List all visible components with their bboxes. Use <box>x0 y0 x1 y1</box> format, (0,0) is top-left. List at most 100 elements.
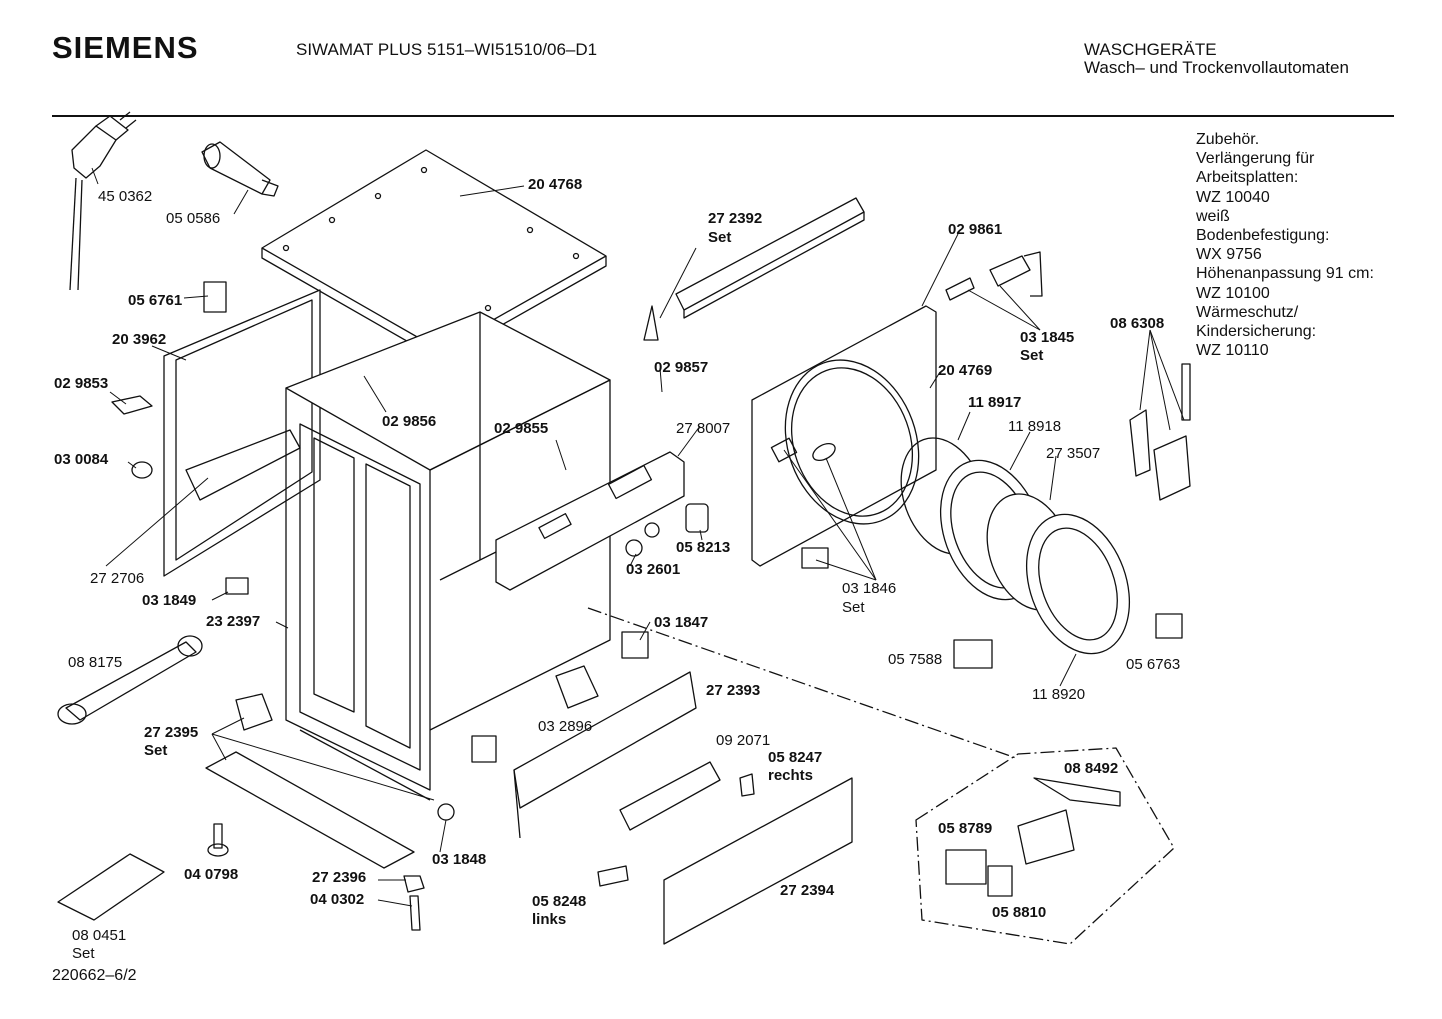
part-label: 08 0451 <box>72 927 127 944</box>
pump-part <box>555 665 599 709</box>
part-label: 03 2896 <box>538 718 593 735</box>
latch-part <box>225 577 249 595</box>
part-label: 27 2393 <box>706 682 761 699</box>
part-label: 02 9861 <box>948 221 1003 238</box>
control-panel-bracket-part <box>495 451 685 591</box>
part-label: 09 2071 <box>716 732 771 749</box>
part-label: 02 9857 <box>654 359 709 376</box>
part-label: 08 8175 <box>68 654 123 671</box>
model-number: SIWAMAT PLUS 5151–WI51510/06–D1 <box>296 40 598 59</box>
height-adjust-brackets-part <box>1129 363 1191 501</box>
brand-logo: SIEMENS <box>52 30 199 65</box>
category-title: WASCHGERÄTE <box>1084 40 1217 59</box>
hose-adapter-part <box>201 141 279 197</box>
part-label: 27 2706 <box>90 570 145 587</box>
header-divider <box>52 115 1394 117</box>
part-label: 03 1849 <box>142 592 197 609</box>
cap-part <box>1155 613 1183 639</box>
accessories-line: Arbeitsplatten: <box>1196 169 1299 187</box>
accessories-line: WX 9756 <box>1196 246 1262 264</box>
module-part <box>235 693 273 731</box>
wrench-part <box>65 641 197 721</box>
lamp-part <box>625 539 643 557</box>
part-label: 04 0302 <box>310 891 365 908</box>
insulation-strip-part <box>205 751 415 869</box>
part-label: Set <box>842 599 865 616</box>
bracket-part <box>471 735 497 763</box>
part-label: 45 0362 <box>98 188 153 205</box>
part-label: 02 9853 <box>54 375 109 392</box>
front-panel-part <box>751 305 937 567</box>
part-label: 05 7588 <box>888 651 943 668</box>
part-label: 05 8248 <box>532 893 587 910</box>
switch-part <box>685 503 709 533</box>
part-label: 27 8007 <box>676 420 731 437</box>
door-assembly-part <box>939 459 1131 655</box>
base-panel-part <box>663 777 853 945</box>
detail-boundary <box>915 747 1175 945</box>
accessories-line: Bodenbefestigung: <box>1196 227 1330 245</box>
part-label: Set <box>708 229 732 246</box>
power-plug-part <box>69 111 137 291</box>
accessories-line: weiß <box>1196 207 1230 225</box>
part-label: 05 6763 <box>1126 656 1181 673</box>
part-label: 03 1848 <box>432 851 487 868</box>
part-label: 05 6761 <box>128 292 183 309</box>
part-label: 27 2394 <box>780 882 835 899</box>
part-label: 05 0586 <box>166 210 221 227</box>
clamp-part <box>111 395 153 415</box>
accessories-line: WZ 10110 <box>1196 342 1269 360</box>
part-label: 11 8918 <box>1008 418 1062 435</box>
top-lid-part <box>261 149 607 361</box>
part-label: 23 2397 <box>206 613 261 630</box>
part-label: 27 2396 <box>312 869 367 886</box>
part-label: 27 3507 <box>1046 445 1101 462</box>
top-trim-strip-part <box>643 197 865 341</box>
part-label: Set <box>1020 347 1044 364</box>
part-label: rechts <box>768 767 814 784</box>
document-id: 220662–6/2 <box>52 967 137 984</box>
part-label: 05 8810 <box>992 904 1047 921</box>
left-side-panel-part <box>163 289 321 577</box>
part-label: 08 6308 <box>1110 315 1165 332</box>
part-label: 05 8789 <box>938 820 993 837</box>
part-label: 27 2392 <box>708 210 763 227</box>
part-label: Set <box>72 945 95 962</box>
accessories-list: Zubehör. Verlängerung für Arbeitsplatten… <box>1196 130 1374 360</box>
part-label: 05 8247 <box>768 749 823 766</box>
accessories-line: Kindersicherung: <box>1196 323 1317 341</box>
accessories-line: WZ 10100 <box>1196 284 1270 302</box>
part-label: 20 3962 <box>112 331 167 348</box>
part-label: 11 8917 <box>968 394 1022 411</box>
part-label: 27 2395 <box>144 724 199 741</box>
accessories-line: Zubehör. <box>1196 131 1260 148</box>
part-label: 05 8213 <box>676 539 731 556</box>
holder-part <box>621 631 649 659</box>
part-label: 02 9855 <box>494 420 549 437</box>
part-label: 03 2601 <box>626 561 681 578</box>
part-label: 03 1846 <box>842 580 897 597</box>
part-label: 02 9856 <box>382 413 437 430</box>
part-label: 04 0798 <box>184 866 239 883</box>
accessories-line: Verlängerung für <box>1196 150 1315 168</box>
knob-part <box>131 461 153 479</box>
part-label: 08 8492 <box>1064 760 1119 777</box>
part-label: 20 4769 <box>938 362 993 379</box>
front-rail-part <box>513 671 697 809</box>
rod-part <box>299 729 431 801</box>
part-label: 03 1847 <box>654 614 709 631</box>
part-label: 20 4768 <box>528 176 583 193</box>
accessories-line: Wärmeschutz/ <box>1196 303 1299 321</box>
accessories-line: WZ 10040 <box>1196 188 1270 206</box>
door-hinge-part <box>945 251 1043 301</box>
clip-part <box>203 281 227 313</box>
category-subtitle: Wasch– und Trockenvollautomaten <box>1084 58 1349 77</box>
lock-part <box>801 547 829 569</box>
part-label: 03 1845 <box>1020 329 1075 346</box>
base-plate-part <box>57 853 165 921</box>
interlock-part <box>953 639 993 669</box>
part-label: Set <box>144 742 168 759</box>
accessories-line: Höhenanpassung 91 cm: <box>1196 265 1374 283</box>
part-label: 11 8920 <box>1032 686 1086 703</box>
